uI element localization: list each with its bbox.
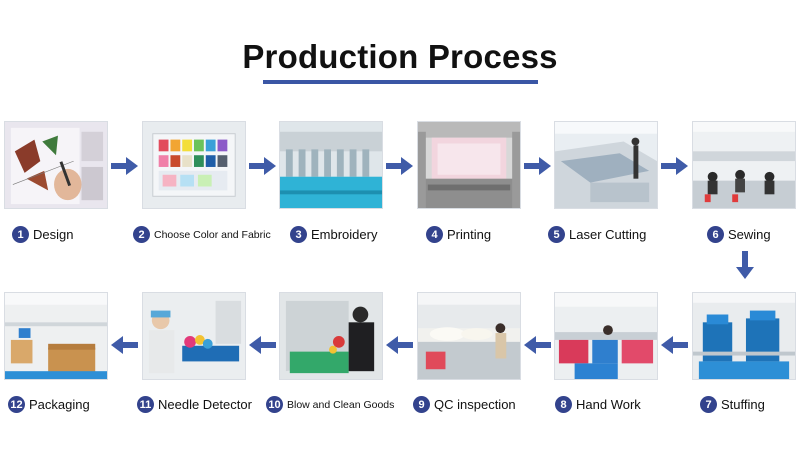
step-label: Choose Color and Fabric (154, 228, 271, 241)
step-label: Stuffing (721, 397, 765, 412)
step-number-badge: 9 (413, 396, 430, 413)
step-label: Embroidery (311, 227, 378, 242)
arrow-down-icon (736, 251, 754, 279)
arrow-left-icon (661, 336, 688, 354)
page-title: Production Process (242, 38, 558, 75)
arrow-right-icon (111, 157, 138, 175)
step-label-packaging: 12 Packaging (8, 396, 90, 413)
step-label-stuffing: 7 Stuffing (700, 396, 765, 413)
arrow-left-icon (524, 336, 551, 354)
step-label-laser-cutting: 5 Laser Cutting (548, 226, 646, 243)
step-number-badge: 6 (707, 226, 724, 243)
step-label: Blow and Clean Goods (287, 398, 395, 411)
step-label: Design (33, 227, 74, 242)
arrow-right-icon (386, 157, 413, 175)
step-number-badge: 2 (133, 226, 150, 243)
arrow-left-icon (111, 336, 138, 354)
title-underline (263, 80, 538, 84)
design-photo (4, 121, 108, 209)
step-label: Printing (447, 227, 492, 242)
embroidery-photo (279, 121, 383, 209)
step-number-badge: 3 (290, 226, 307, 243)
step-label-embroidery: 3 Embroidery (290, 226, 377, 243)
step-label-design: 1 Design (12, 226, 73, 243)
step-label-choose-color-and-fabric: 2 Choose Color and Fabric (133, 226, 271, 243)
step-label: Needle Detector (158, 397, 252, 412)
blow-clean-photo (279, 292, 383, 380)
step-label: Sewing (728, 227, 771, 242)
hand-work-photo (554, 292, 658, 380)
step-label-hand-work: 8 Hand Work (555, 396, 641, 413)
color-fabric-photo (142, 121, 246, 209)
arrow-right-icon (524, 157, 551, 175)
sewing-photo (692, 121, 796, 209)
step-number-badge: 12 (8, 396, 25, 413)
arrow-right-icon (249, 157, 276, 175)
step-label-needle-detector: 11 Needle Detector (137, 396, 252, 413)
arrow-left-icon (386, 336, 413, 354)
step-number-badge: 7 (700, 396, 717, 413)
arrow-left-icon (249, 336, 276, 354)
step-label-blow-and-clean-goods: 10 Blow and Clean Goods (266, 396, 394, 413)
needle-detector-photo (142, 292, 246, 380)
step-number-badge: 4 (426, 226, 443, 243)
step-label: Packaging (29, 397, 90, 412)
step-label: QC inspection (434, 397, 516, 412)
step-label: Laser Cutting (569, 227, 647, 242)
stuffing-photo (692, 292, 796, 380)
printing-photo (417, 121, 521, 209)
step-label-sewing: 6 Sewing (707, 226, 771, 243)
step-number-badge: 1 (12, 226, 29, 243)
step-label: Hand Work (576, 397, 641, 412)
step-label-printing: 4 Printing (426, 226, 491, 243)
step-label-qc-inspection: 9 QC inspection (413, 396, 516, 413)
step-number-badge: 5 (548, 226, 565, 243)
qc-inspection-photo (417, 292, 521, 380)
arrow-right-icon (661, 157, 688, 175)
step-number-badge: 10 (266, 396, 283, 413)
laser-cutting-photo (554, 121, 658, 209)
step-number-badge: 11 (137, 396, 154, 413)
packaging-photo (4, 292, 108, 380)
step-number-badge: 8 (555, 396, 572, 413)
